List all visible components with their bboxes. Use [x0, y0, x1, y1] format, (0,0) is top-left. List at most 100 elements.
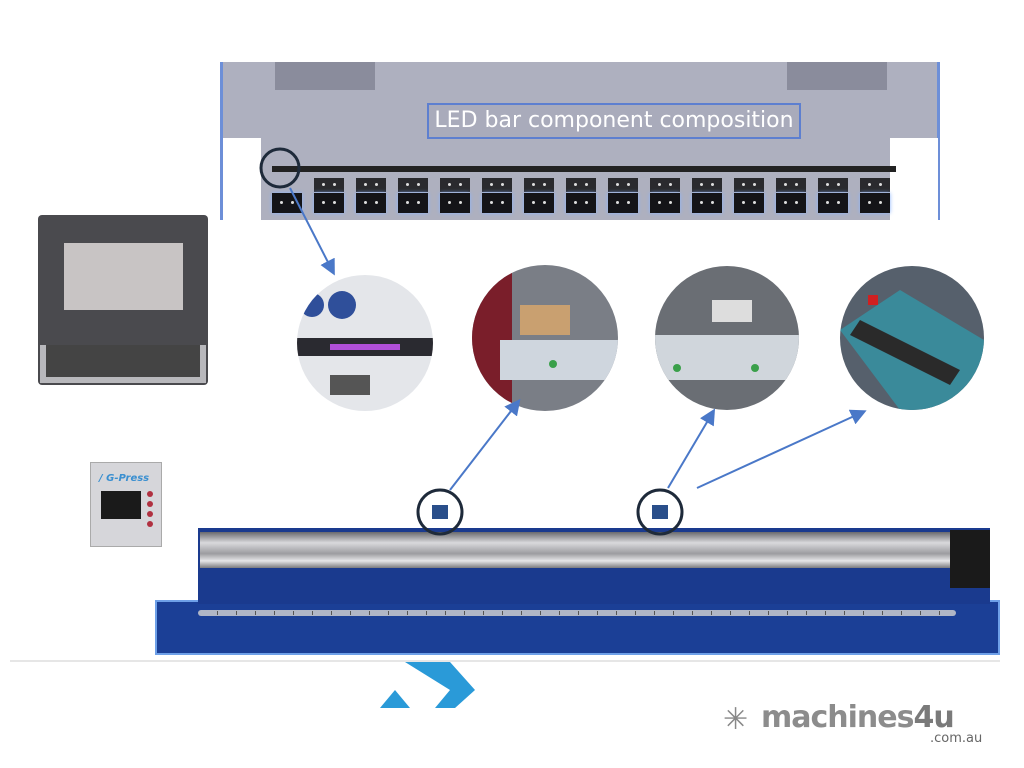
detail-photo-rail-end: [840, 266, 984, 410]
scale-tick: [426, 611, 427, 615]
scale-tick: [787, 611, 788, 615]
scale-tick: [502, 611, 503, 615]
clamp-upper: [860, 178, 890, 192]
clamp-marker: [652, 505, 668, 519]
controller-button: [147, 491, 153, 497]
scale-tick: [768, 611, 769, 615]
table-scale: [198, 610, 956, 616]
scale-tick: [597, 611, 598, 615]
callout-arrow: [289, 187, 335, 276]
callout-arrow: [696, 409, 867, 489]
logo-name: machines: [761, 700, 914, 735]
clamp-upper: [356, 178, 386, 192]
clamp-upper: [398, 178, 428, 192]
led-bar: [272, 166, 896, 172]
clamp-upper: [650, 178, 680, 192]
clamp-lower: [440, 193, 470, 213]
controller-button: [147, 511, 153, 517]
callout-arrow: [449, 398, 521, 491]
controller-screen: [101, 491, 141, 519]
clamp-lower: [566, 193, 596, 213]
scale-tick: [749, 611, 750, 615]
scale-tick: [559, 611, 560, 615]
scale-tick: [654, 611, 655, 615]
clamp-upper: [776, 178, 806, 192]
clamp-lower: [818, 193, 848, 213]
clamp-marker: [432, 505, 448, 519]
beam-panel: [275, 62, 375, 90]
scale-tick: [369, 611, 370, 615]
clamp-lower: [314, 193, 344, 213]
machines4u-logo: ✳ machines4u .com.au: [723, 700, 982, 746]
scale-tick: [939, 611, 940, 615]
clamp-upper: [440, 178, 470, 192]
beam-panel: [787, 62, 887, 90]
logo-suffix: 4u: [913, 700, 955, 735]
scale-tick: [293, 611, 294, 615]
scale-tick: [483, 611, 484, 615]
g-press-controller: / G-Press: [90, 462, 162, 547]
decorative-chevron: [405, 662, 475, 708]
clamp-lower: [776, 193, 806, 213]
clamp-upper: [692, 178, 722, 192]
monitor-screen: [64, 243, 183, 310]
clamp-upper: [734, 178, 764, 192]
scale-tick: [350, 611, 351, 615]
logo-domain: .com.au: [930, 731, 983, 746]
scale-tick: [844, 611, 845, 615]
scale-tick: [578, 611, 579, 615]
clamp-lower: [356, 193, 386, 213]
detail-photo-clamp-side: [655, 266, 799, 410]
diagram-title: LED bar component composition: [427, 103, 801, 139]
scale-tick: [901, 611, 902, 615]
clamp-upper: [566, 178, 596, 192]
controller-button: [147, 501, 153, 507]
led-rail: [200, 532, 962, 568]
scale-tick: [692, 611, 693, 615]
decorative-chevron: [380, 690, 410, 708]
scale-tick: [920, 611, 921, 615]
scale-tick: [806, 611, 807, 615]
clamp-lower: [692, 193, 722, 213]
clamp-lower: [398, 193, 428, 213]
rail-end-cap: [950, 530, 990, 588]
scale-tick: [407, 611, 408, 615]
beam-notch: [890, 138, 938, 220]
scale-tick: [540, 611, 541, 615]
scale-tick: [673, 611, 674, 615]
clamp-upper: [818, 178, 848, 192]
scale-tick: [255, 611, 256, 615]
scale-tick: [388, 611, 389, 615]
clamp-lower: [482, 193, 512, 213]
scale-tick: [217, 611, 218, 615]
callout-arrow: [667, 408, 716, 489]
clamp-lower: [608, 193, 638, 213]
clamp-upper: [482, 178, 512, 192]
detail-photo-clamp: [472, 265, 618, 411]
scale-tick: [331, 611, 332, 615]
scale-tick: [730, 611, 731, 615]
highlight-ring: [259, 147, 301, 189]
clamp-upper: [524, 178, 554, 192]
scale-tick: [445, 611, 446, 615]
scale-tick: [236, 611, 237, 615]
highlight-ring: [416, 488, 464, 536]
scale-tick: [825, 611, 826, 615]
scale-tick: [882, 611, 883, 615]
scale-tick: [863, 611, 864, 615]
scale-tick: [521, 611, 522, 615]
divider: [10, 660, 1000, 662]
controller-button: [147, 521, 153, 527]
clamp-lower: [650, 193, 680, 213]
scale-tick: [274, 611, 275, 615]
clamp-upper: [608, 178, 638, 192]
clamp-upper: [314, 178, 344, 192]
controller-brand: / G-Press: [99, 473, 150, 484]
clamp-lower: [734, 193, 764, 213]
scale-tick: [312, 611, 313, 615]
detail-photo-led-strip: [297, 275, 433, 411]
monitor-handle: [40, 345, 206, 383]
scale-tick: [464, 611, 465, 615]
beam-notch: [223, 138, 261, 220]
